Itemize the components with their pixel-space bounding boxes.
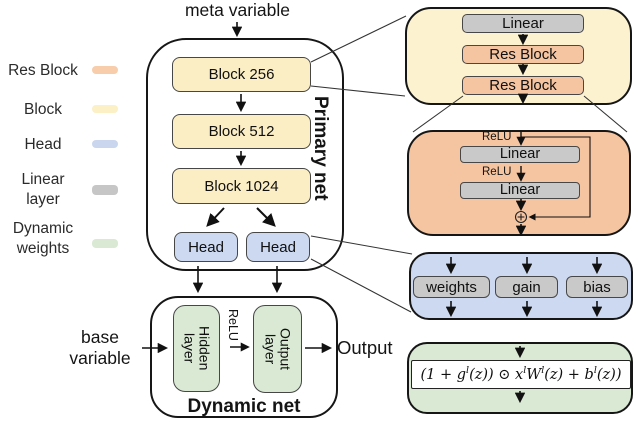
block-512-label: Block 512 — [208, 123, 275, 140]
legend-text: layer — [26, 190, 60, 208]
legend-text: Head — [24, 136, 62, 153]
res-block-2-box: Res Block — [462, 76, 584, 95]
legend-text: Linear — [21, 171, 65, 188]
res-linear2-box: Linear — [460, 182, 580, 199]
block-1024-label: Block 1024 — [204, 177, 279, 195]
relu-label: ReLU — [226, 309, 240, 341]
block-256-label: Block 256 — [208, 66, 275, 83]
formula-sup: l — [523, 365, 527, 377]
formula-part: (1 + g — [420, 367, 467, 384]
res-linear1-label: Linear — [499, 146, 541, 163]
gain-label: gain — [512, 278, 541, 296]
res-block-2-label: Res Block — [489, 77, 557, 94]
output-label: Output — [337, 337, 393, 358]
head-left-label: Head — [188, 238, 224, 256]
formula-part: (z)) ⊙ x — [469, 367, 524, 384]
legend-text: Dynamic — [12, 220, 74, 237]
formula-part: (z) + b — [544, 367, 594, 384]
weights-label: weights — [426, 278, 477, 296]
bias-label: bias — [583, 278, 611, 296]
block-256: Block 256 — [172, 57, 311, 92]
output-layer-label: Output layer — [262, 327, 294, 371]
legend-text: Block — [24, 101, 62, 118]
legend-text: Res Block — [8, 62, 78, 79]
block-512: Block 512 — [172, 114, 311, 149]
meta-variable-label: meta variable — [184, 0, 291, 20]
head-right: Head — [246, 232, 310, 262]
res-block-1-box: Res Block — [462, 45, 584, 64]
formula-sup: l — [466, 365, 470, 377]
res-linear1-box: Linear — [460, 146, 580, 163]
res-linear2-label: Linear — [499, 182, 541, 199]
formula-part: W — [526, 367, 542, 384]
primary-net-title: Primary net — [310, 95, 331, 201]
res-relu2-label: ReLU — [482, 166, 512, 178]
legend-swatch-head — [92, 140, 118, 148]
legend-swatch-block — [92, 105, 118, 113]
legend-label-block: Block — [0, 100, 86, 120]
hidden-layer-box: Hidden layer — [173, 305, 220, 392]
output-layer-box: Output layer — [253, 305, 302, 393]
legend-label-res-block: Res Block — [0, 61, 86, 81]
legend-swatch-res-block — [92, 66, 118, 74]
hidden-layer-label: Hidden layer — [181, 326, 213, 371]
formula-sup: l — [593, 365, 597, 377]
res-relu1-label: ReLU — [482, 131, 512, 143]
base-variable-line1: base — [81, 327, 119, 347]
res-block-1-label: Res Block — [489, 46, 557, 63]
head-left: Head — [174, 232, 238, 262]
legend-text: weights — [16, 239, 70, 257]
weights-box: weights — [413, 276, 490, 298]
linear-layer-box: Linear — [462, 14, 584, 33]
head-right-label: Head — [260, 238, 296, 256]
base-variable-line2: variable — [69, 348, 131, 368]
legend-label-dynamic-weights: Dynamic weights — [0, 219, 86, 258]
formula-text: (1 + gl(z)) ⊙ xlWl(z) + bl(z)) — [420, 366, 621, 382]
linear-layer-label: Linear — [502, 15, 544, 32]
legend-label-head: Head — [0, 135, 86, 155]
legend-label-linear-layer: Linear layer — [0, 170, 86, 209]
gain-box: gain — [495, 276, 558, 298]
formula-part: (z)) — [596, 367, 622, 384]
formula-sup: l — [541, 365, 545, 377]
legend-swatch-linear-layer — [92, 185, 118, 195]
bias-box: bias — [566, 276, 628, 298]
block-1024: Block 1024 — [172, 168, 311, 204]
dynamic-net-title: Dynamic net — [187, 396, 301, 417]
formula-box: (1 + gl(z)) ⊙ xlWl(z) + bl(z)) — [411, 360, 631, 389]
base-variable-label: base variable — [54, 327, 146, 369]
legend-swatch-dynamic-weights — [92, 239, 118, 248]
